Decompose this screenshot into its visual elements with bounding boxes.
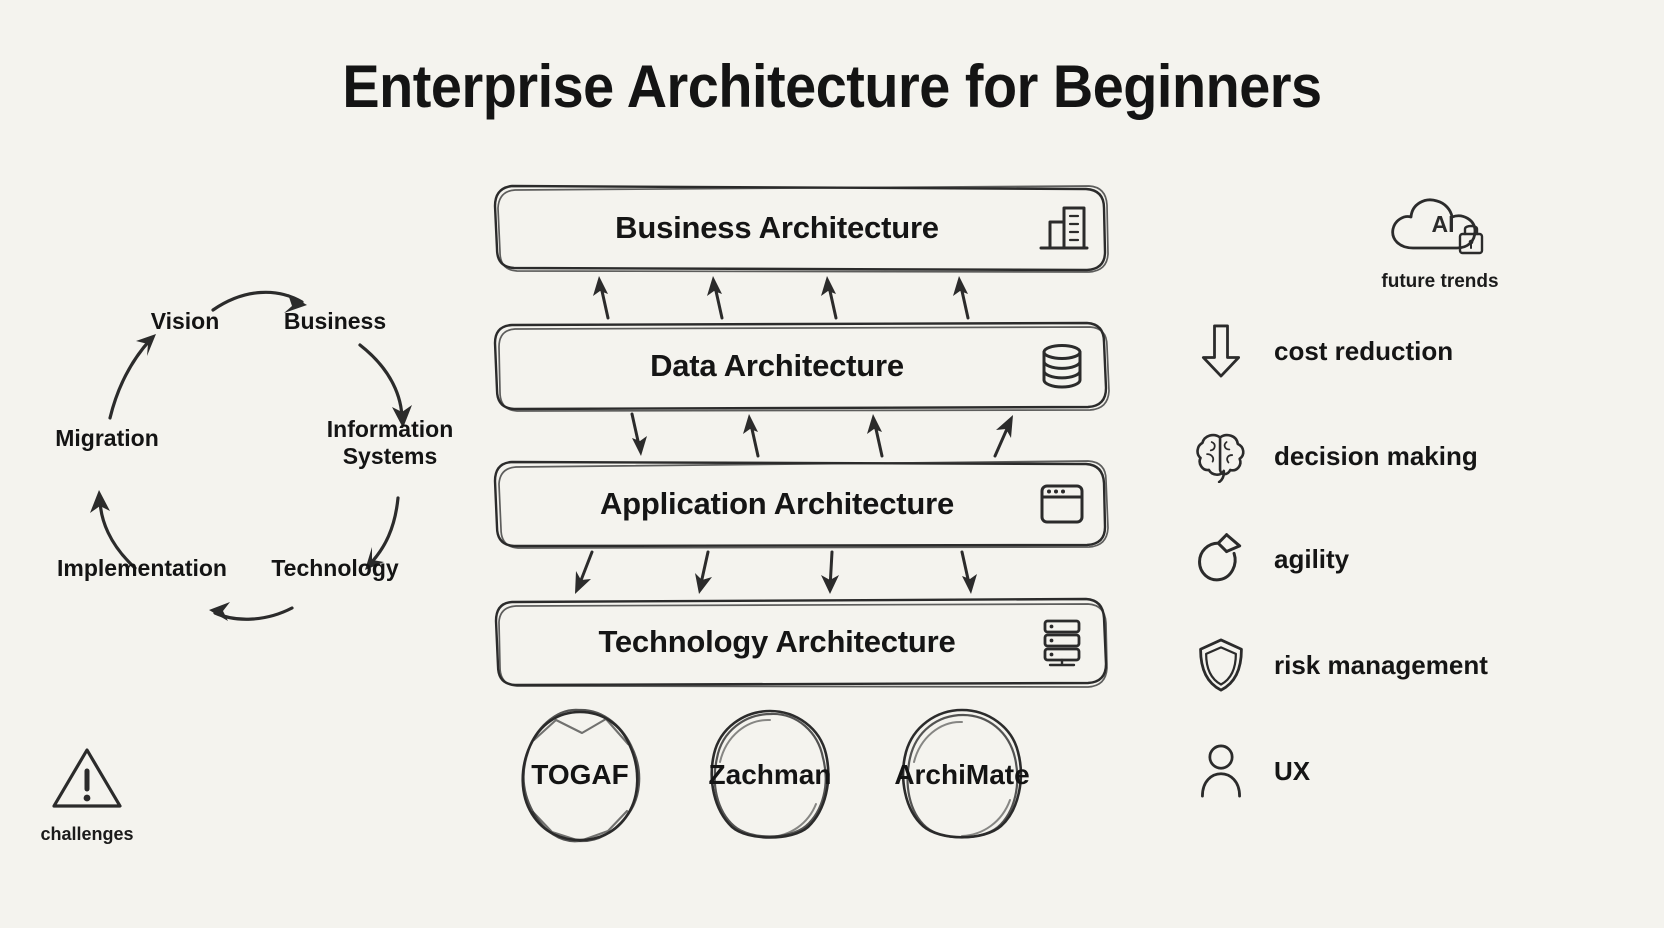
benefit-cost-reduction[interactable]: cost reduction — [1190, 320, 1453, 382]
sketch-circle — [901, 708, 1023, 839]
cycle-node-migration: Migration — [55, 425, 159, 451]
arrows-data-application — [630, 412, 1013, 458]
layer-application-architecture[interactable]: Application Architecture — [490, 458, 1110, 550]
framework-label: TOGAF — [531, 759, 629, 790]
future-trends-item[interactable]: AI future trends — [1345, 192, 1535, 293]
arrows-application-technology — [575, 550, 977, 594]
office-building-icon — [1039, 206, 1089, 250]
down-arrow-icon — [1190, 320, 1252, 382]
benefit-decision-making[interactable]: decision making — [1190, 425, 1478, 487]
framework-badges: TOGAF Zachman ArchiMate — [500, 700, 1120, 855]
benefit-label: cost reduction — [1274, 335, 1454, 366]
layer-technology-architecture[interactable]: Technology Architecture — [490, 596, 1110, 688]
shield-icon — [1190, 634, 1252, 696]
sketch-circle — [710, 709, 830, 839]
challenges-label: challenges — [40, 824, 134, 844]
arrows-business-data — [593, 276, 970, 320]
future-trends-label: future trends — [1381, 271, 1499, 292]
browser-window-icon — [1040, 484, 1084, 524]
architecture-layer-stack: Business Architecture — [480, 182, 1120, 692]
layer-label: Technology Architecture — [598, 624, 956, 659]
benefit-label: decision making — [1274, 440, 1478, 471]
framework-badge-togaf[interactable]: TOGAF — [500, 700, 660, 850]
sketch-box — [493, 184, 1109, 273]
cycle-node-technology: Technology — [271, 555, 399, 581]
cycle-node-implementation: Implementation — [57, 555, 227, 581]
page-title: Enterprise Architecture for Beginners — [342, 53, 1322, 120]
layer-label: Data Architecture — [650, 348, 904, 383]
benefit-ux[interactable]: UX — [1190, 740, 1310, 802]
framework-badge-archimate[interactable]: ArchiMate — [882, 700, 1042, 850]
sketch-box — [493, 460, 1109, 549]
framework-label: Zachman — [708, 759, 832, 790]
sketch-box — [494, 597, 1108, 688]
cycle-arrows — [90, 290, 412, 621]
benefit-label: UX — [1274, 755, 1311, 786]
sketch-box — [493, 321, 1110, 412]
warning-triangle-icon — [52, 748, 122, 808]
brain-icon — [1190, 425, 1252, 487]
benefit-label: agility — [1274, 543, 1350, 574]
sketch-circle — [521, 708, 641, 843]
refresh-arrow-icon — [1190, 528, 1252, 590]
layer-label: Application Architecture — [599, 486, 955, 521]
server-rack-icon — [1043, 619, 1081, 667]
ai-cloud-lock-icon: AI — [1391, 198, 1484, 255]
benefit-risk-management[interactable]: risk management — [1190, 634, 1488, 696]
layer-data-architecture[interactable]: Data Architecture — [490, 320, 1110, 412]
cycle-node-business: Business — [283, 308, 387, 334]
layer-business-architecture[interactable]: Business Architecture — [490, 182, 1110, 274]
svg-text:AI: AI — [1432, 211, 1455, 237]
database-icon — [1042, 344, 1082, 389]
layer-label: Business Architecture — [615, 210, 939, 245]
cycle-node-vision: Vision — [150, 308, 220, 334]
challenges-item[interactable]: challenges — [22, 745, 152, 845]
framework-label: ArchiMate — [894, 759, 1030, 790]
benefit-agility[interactable]: agility — [1190, 528, 1349, 590]
benefit-label: risk management — [1274, 649, 1488, 680]
framework-badge-zachman[interactable]: Zachman — [690, 700, 850, 850]
person-icon — [1190, 740, 1252, 802]
